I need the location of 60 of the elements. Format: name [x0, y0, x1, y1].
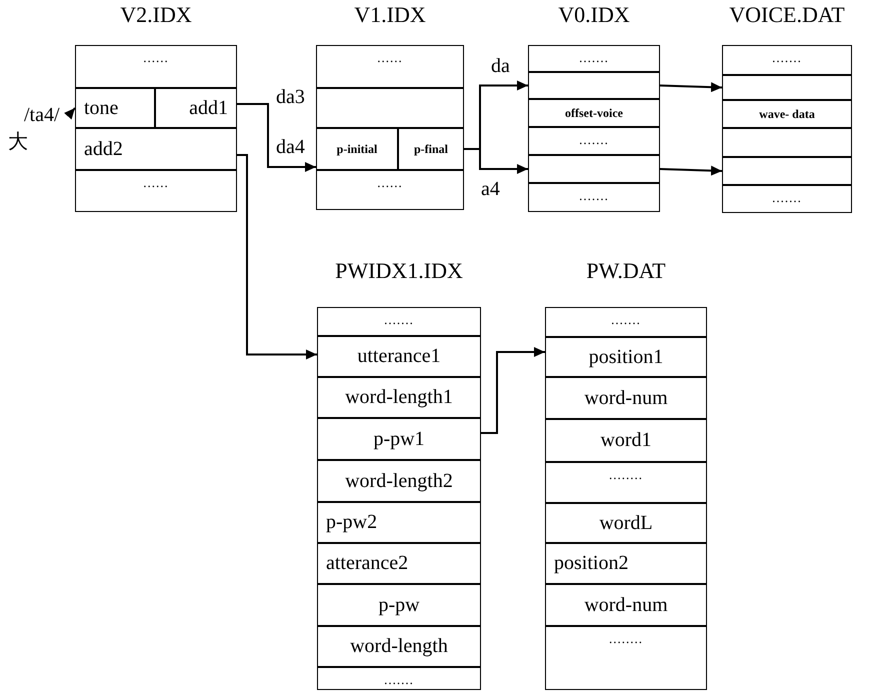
arrow — [464, 148, 528, 174]
table-title: V2.IDX — [119, 2, 193, 28]
table-cell: add2 — [75, 128, 237, 170]
table-cell: ...... — [316, 45, 464, 88]
table-cell — [316, 88, 464, 128]
table-cell: add1 — [155, 88, 237, 128]
table-cell: ....... — [317, 307, 481, 336]
table-title: V0.IDX — [557, 2, 631, 28]
arrow — [237, 154, 317, 360]
table-title: V1.IDX — [353, 2, 427, 28]
table-cell: wordL — [545, 503, 707, 543]
table-cell: word-num — [545, 584, 707, 626]
table-cell: ...... — [75, 45, 237, 88]
arrow — [660, 82, 722, 92]
table-cell — [722, 128, 852, 157]
table-cell: ........ — [545, 626, 707, 690]
table-cell — [528, 72, 660, 99]
table-cell: ....... — [545, 307, 707, 337]
arrow — [64, 107, 76, 120]
table-cell: ....... — [528, 183, 660, 212]
table-cell: word1 — [545, 419, 707, 462]
table-cell: ....... — [722, 185, 852, 213]
table-title: PWIDX1.IDX — [334, 258, 464, 284]
table-cell: position2 — [545, 543, 707, 584]
table-cell: wave- data — [722, 100, 852, 128]
table-cell: word-length1 — [317, 377, 481, 418]
table-cell: word-length — [317, 626, 481, 667]
table-cell: p-pw1 — [317, 418, 481, 460]
text-label: da3 — [276, 86, 305, 109]
table-cell: utterance1 — [317, 336, 481, 377]
table-cell: position1 — [545, 337, 707, 377]
table-cell — [528, 155, 660, 183]
table-cell: tone — [75, 88, 155, 128]
table-cell: offset-voice — [528, 99, 660, 127]
table-title: VOICE.DAT — [728, 2, 846, 28]
table-cell: ...... — [75, 170, 237, 212]
table-cell: word-num — [545, 377, 707, 419]
table-cell: atterance2 — [317, 543, 481, 584]
table-cell: ....... — [722, 45, 852, 75]
table-cell: p-pw — [317, 584, 481, 626]
text-label: a4 — [481, 178, 500, 201]
table-cell: ...... — [316, 170, 464, 210]
arrow — [481, 347, 545, 434]
arrow — [237, 103, 316, 172]
text-label: da4 — [276, 136, 305, 159]
table-cell: ....... — [528, 127, 660, 155]
table-cell: ........ — [545, 462, 707, 503]
table-title: PW.DAT — [585, 258, 667, 284]
table-cell: p-final — [398, 128, 464, 170]
table-cell: p-initial — [316, 128, 398, 170]
table-cell — [722, 75, 852, 100]
table-cell: ....... — [317, 667, 481, 690]
input-label: /ta4/ — [24, 104, 68, 128]
text-label: da — [491, 55, 510, 78]
table-cell: word-length2 — [317, 460, 481, 502]
table-cell — [722, 157, 852, 185]
table-cell: ....... — [528, 45, 660, 72]
table-cell: p-pw2 — [317, 502, 481, 543]
arrow — [660, 166, 722, 176]
text-label: 大 — [8, 128, 28, 155]
